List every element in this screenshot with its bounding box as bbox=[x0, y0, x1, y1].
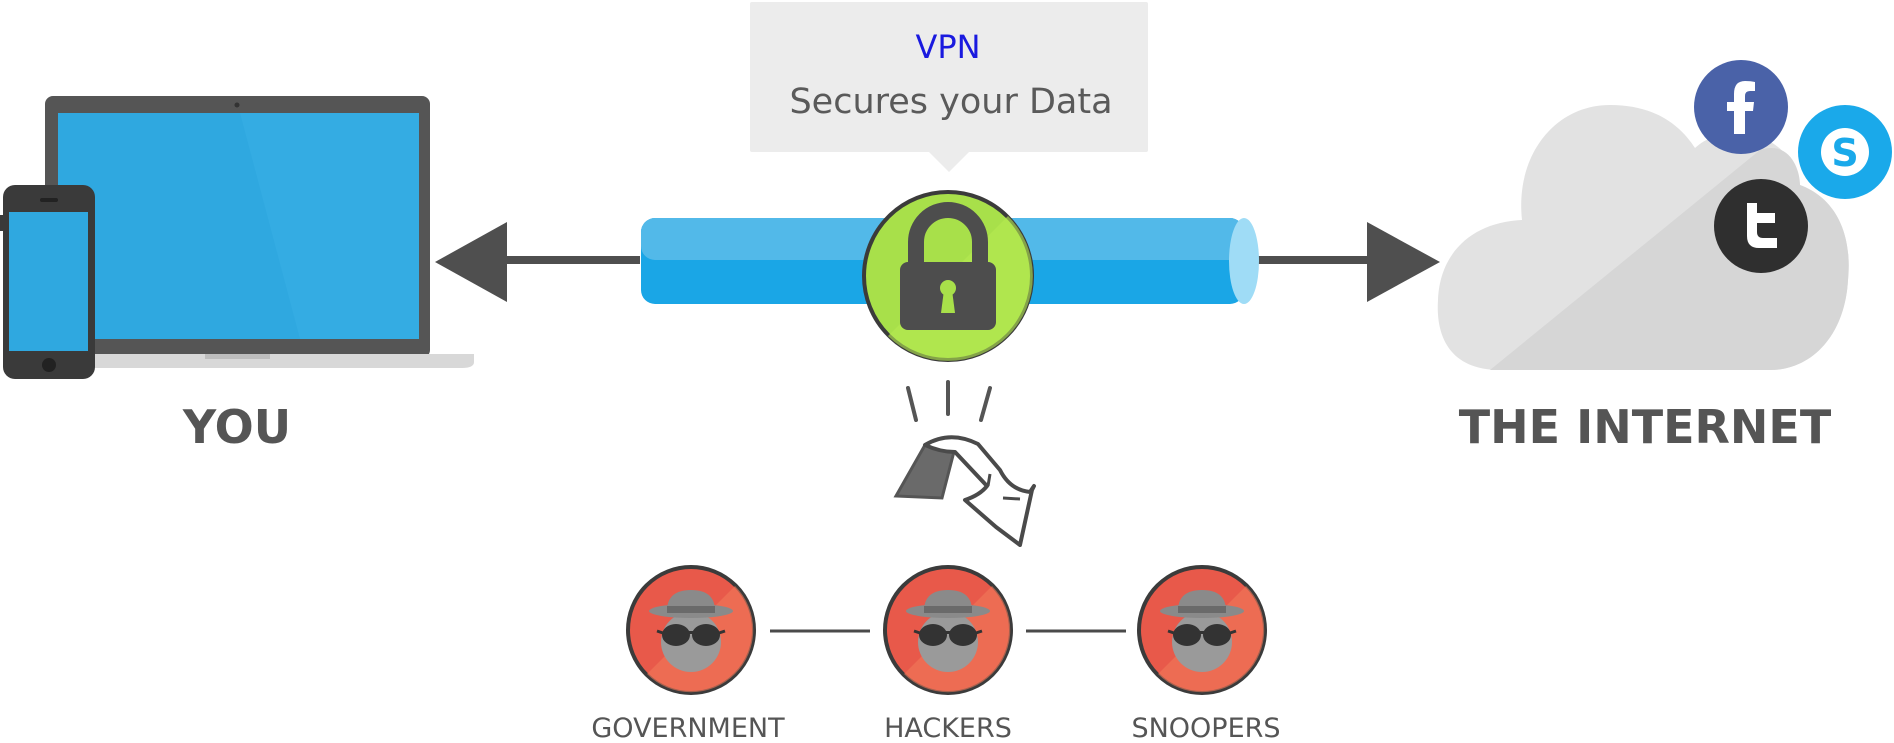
spy-icon bbox=[1137, 565, 1267, 695]
svg-text:S: S bbox=[1831, 131, 1858, 175]
vpn-callout: VPN Secures your Data bbox=[750, 2, 1148, 172]
skype-icon: S bbox=[1798, 105, 1892, 199]
threat-label: HACKERS bbox=[884, 713, 1012, 738]
spy-icon bbox=[626, 565, 756, 695]
vpn-callout-title: VPN bbox=[915, 28, 980, 66]
threat-label: SNOOPERS bbox=[1131, 713, 1280, 738]
vpn-callout-subtitle: Secures your Data bbox=[789, 82, 1112, 122]
spy-icon bbox=[883, 565, 1013, 695]
grabbing-hand-icon bbox=[893, 380, 1036, 547]
threat-hackers: HACKERS bbox=[883, 565, 1013, 743]
internet-label: THE INTERNET bbox=[1459, 400, 1832, 454]
phone-icon bbox=[0, 185, 95, 379]
laptop-icon bbox=[40, 96, 474, 368]
you-label: YOU bbox=[182, 400, 291, 454]
threat-government: GOVERNMENT bbox=[591, 565, 785, 743]
threat-snoopers: SNOOPERS bbox=[1131, 565, 1281, 743]
twitter-icon bbox=[1714, 179, 1808, 273]
arrow-left-icon bbox=[435, 222, 640, 302]
facebook-icon bbox=[1694, 60, 1788, 154]
threat-label: GOVERNMENT bbox=[591, 713, 785, 738]
lock-icon bbox=[862, 190, 1034, 362]
arrow-right-icon bbox=[1245, 222, 1440, 302]
